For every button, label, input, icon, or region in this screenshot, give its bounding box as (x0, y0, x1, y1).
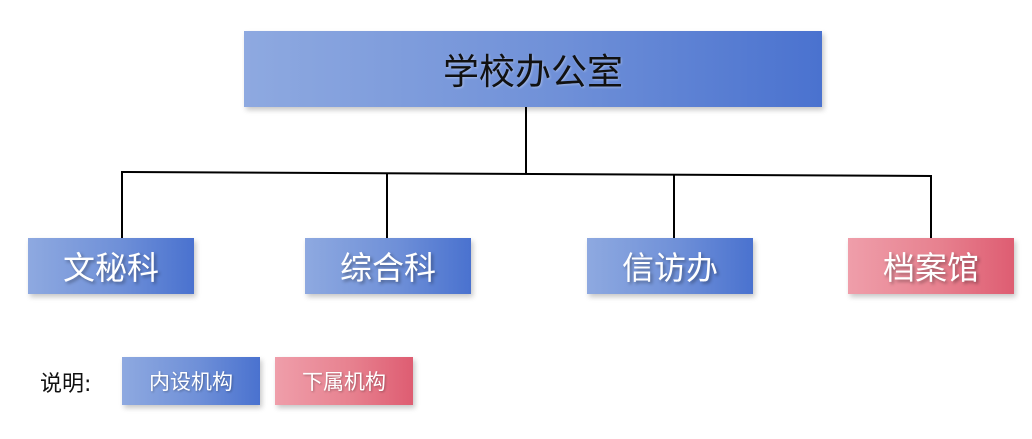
legend-item-label: 下属机构 (302, 370, 386, 394)
legend-item-label: 内设机构 (149, 370, 233, 394)
child-node-label: 文秘科 (62, 249, 159, 287)
child-node-dangan: 档案馆 (848, 238, 1014, 294)
child-node-xinfang: 信访办 (587, 238, 753, 294)
child-node-zonghe: 综合科 (305, 238, 471, 294)
legend-item-subordinate: 下属机构 (275, 357, 413, 405)
root-node-label: 学校办公室 (442, 52, 623, 93)
horizontal-branch-line (120, 171, 933, 177)
child-node-label: 综合科 (339, 249, 436, 287)
child-node-wenmi: 文秘科 (28, 238, 194, 294)
child-node-label: 信访办 (621, 249, 718, 287)
legend-title: 说明: (40, 372, 92, 397)
legend-item-internal: 内设机构 (122, 357, 260, 405)
child-node-label: 档案馆 (882, 249, 979, 287)
root-node: 学校办公室 (244, 31, 822, 107)
